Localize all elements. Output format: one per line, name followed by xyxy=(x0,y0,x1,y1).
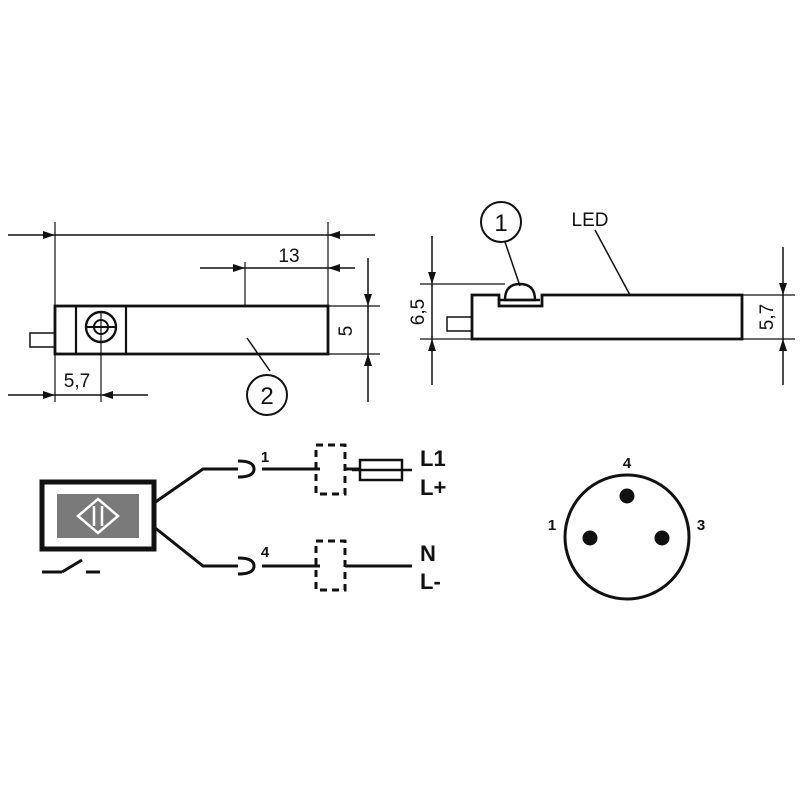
sensor-face xyxy=(57,494,139,538)
terminal-lplus-label: L+ xyxy=(420,475,446,500)
callout-2-circle xyxy=(246,374,288,416)
front-view-labels: 13 5 5,7 2 xyxy=(64,246,357,410)
wire-4 xyxy=(153,525,238,568)
inductive-sensor-symbol-icon xyxy=(76,497,120,535)
terminal-lminus-label: L- xyxy=(420,569,441,594)
load-box-1 xyxy=(314,443,347,496)
wire-1 xyxy=(153,467,238,505)
callout-1-circle xyxy=(480,201,522,243)
led-leader xyxy=(594,229,631,296)
load-box-2 xyxy=(314,539,347,592)
switch-contact-blade xyxy=(61,558,83,574)
side-view xyxy=(420,201,795,385)
pin-4-dot xyxy=(619,488,635,504)
callout-1-leader xyxy=(504,241,521,287)
front-view xyxy=(8,222,380,416)
dim-57r-label: 5,7 xyxy=(757,304,778,330)
side-view-labels: 1 LED 6,5 5,7 xyxy=(408,210,778,330)
terminal-n-label: N xyxy=(420,541,436,566)
connector-pinout: 4 1 3 xyxy=(548,455,705,601)
terminal-l1-label: L1 xyxy=(420,446,446,471)
connector-pin-3-label: 3 xyxy=(697,517,705,534)
connector-pin-4-icon xyxy=(237,556,256,576)
cable-stub-front xyxy=(29,332,56,348)
pin-1-dot xyxy=(582,530,598,546)
dim-65-label: 6,5 xyxy=(408,299,429,325)
connector-pin-1-label: 1 xyxy=(548,517,556,534)
wiring-diagram xyxy=(39,443,412,592)
wire-pin-1-label: 1 xyxy=(261,449,269,466)
wire-pin-4-label: 4 xyxy=(261,544,270,561)
callout-1-label: 1 xyxy=(494,210,507,237)
callout-2-label: 2 xyxy=(260,383,273,410)
wiring-labels: 1 4 L1 L+ N L- xyxy=(261,446,446,594)
sensor-body-front xyxy=(53,304,330,356)
connector-pin-1-icon xyxy=(237,459,256,479)
cable-stub-side xyxy=(446,316,473,332)
dim-57-label: 5,7 xyxy=(64,371,90,392)
connector-pin-4-label: 4 xyxy=(623,455,632,472)
dim-5-label: 5 xyxy=(336,326,357,337)
sensor-body-side xyxy=(470,293,744,341)
pin-3-dot xyxy=(654,530,670,546)
connector-outline xyxy=(563,473,691,601)
callout-2-leader xyxy=(246,337,271,372)
dim-13-label: 13 xyxy=(278,246,299,267)
led-label: LED xyxy=(572,210,609,231)
led-dome-icon xyxy=(503,282,537,302)
